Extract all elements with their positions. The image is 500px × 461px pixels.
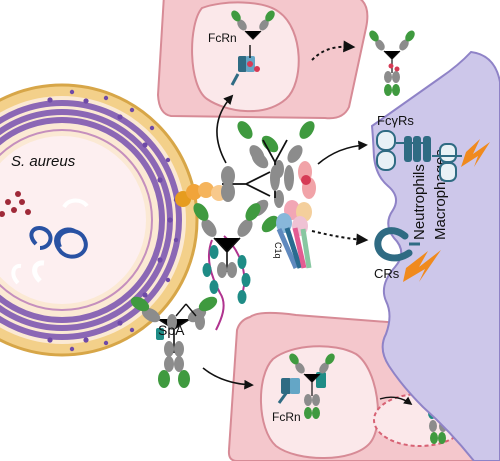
cr-receptor bbox=[374, 227, 420, 262]
spa-label: SpA bbox=[158, 322, 185, 338]
lightning-fcgr bbox=[461, 139, 490, 167]
fcgr-label: FcγRs bbox=[377, 113, 414, 128]
top-cell: FcRn bbox=[156, 0, 369, 120]
fcrn-top-label: FcRn bbox=[208, 31, 237, 45]
arrow-to-degradation bbox=[379, 396, 413, 406]
crs-label: CRs bbox=[374, 266, 400, 281]
bottom-cell: FcRn bbox=[227, 311, 500, 461]
c1q-label: C1q bbox=[273, 242, 283, 259]
arrow-to-top-cell bbox=[216, 94, 234, 164]
arrow-to-fcgr bbox=[317, 140, 368, 165]
antibody-fcgr-bound bbox=[237, 121, 316, 199]
lightning-cr bbox=[403, 250, 441, 282]
bacterium-label: S. aureus bbox=[11, 153, 76, 170]
exported-antibody bbox=[369, 30, 415, 96]
c1q-complex: C1q bbox=[273, 200, 312, 269]
neutrophils-label: Neutrophils bbox=[411, 164, 428, 240]
arrow-to-bottom-cell bbox=[202, 367, 254, 390]
fcgr-receptor bbox=[376, 130, 462, 182]
spa-antibody-cluster bbox=[130, 203, 261, 388]
arrow-to-cr bbox=[311, 230, 369, 246]
bacterium bbox=[0, 83, 199, 357]
fcrn-bottom-label: FcRn bbox=[272, 410, 301, 424]
